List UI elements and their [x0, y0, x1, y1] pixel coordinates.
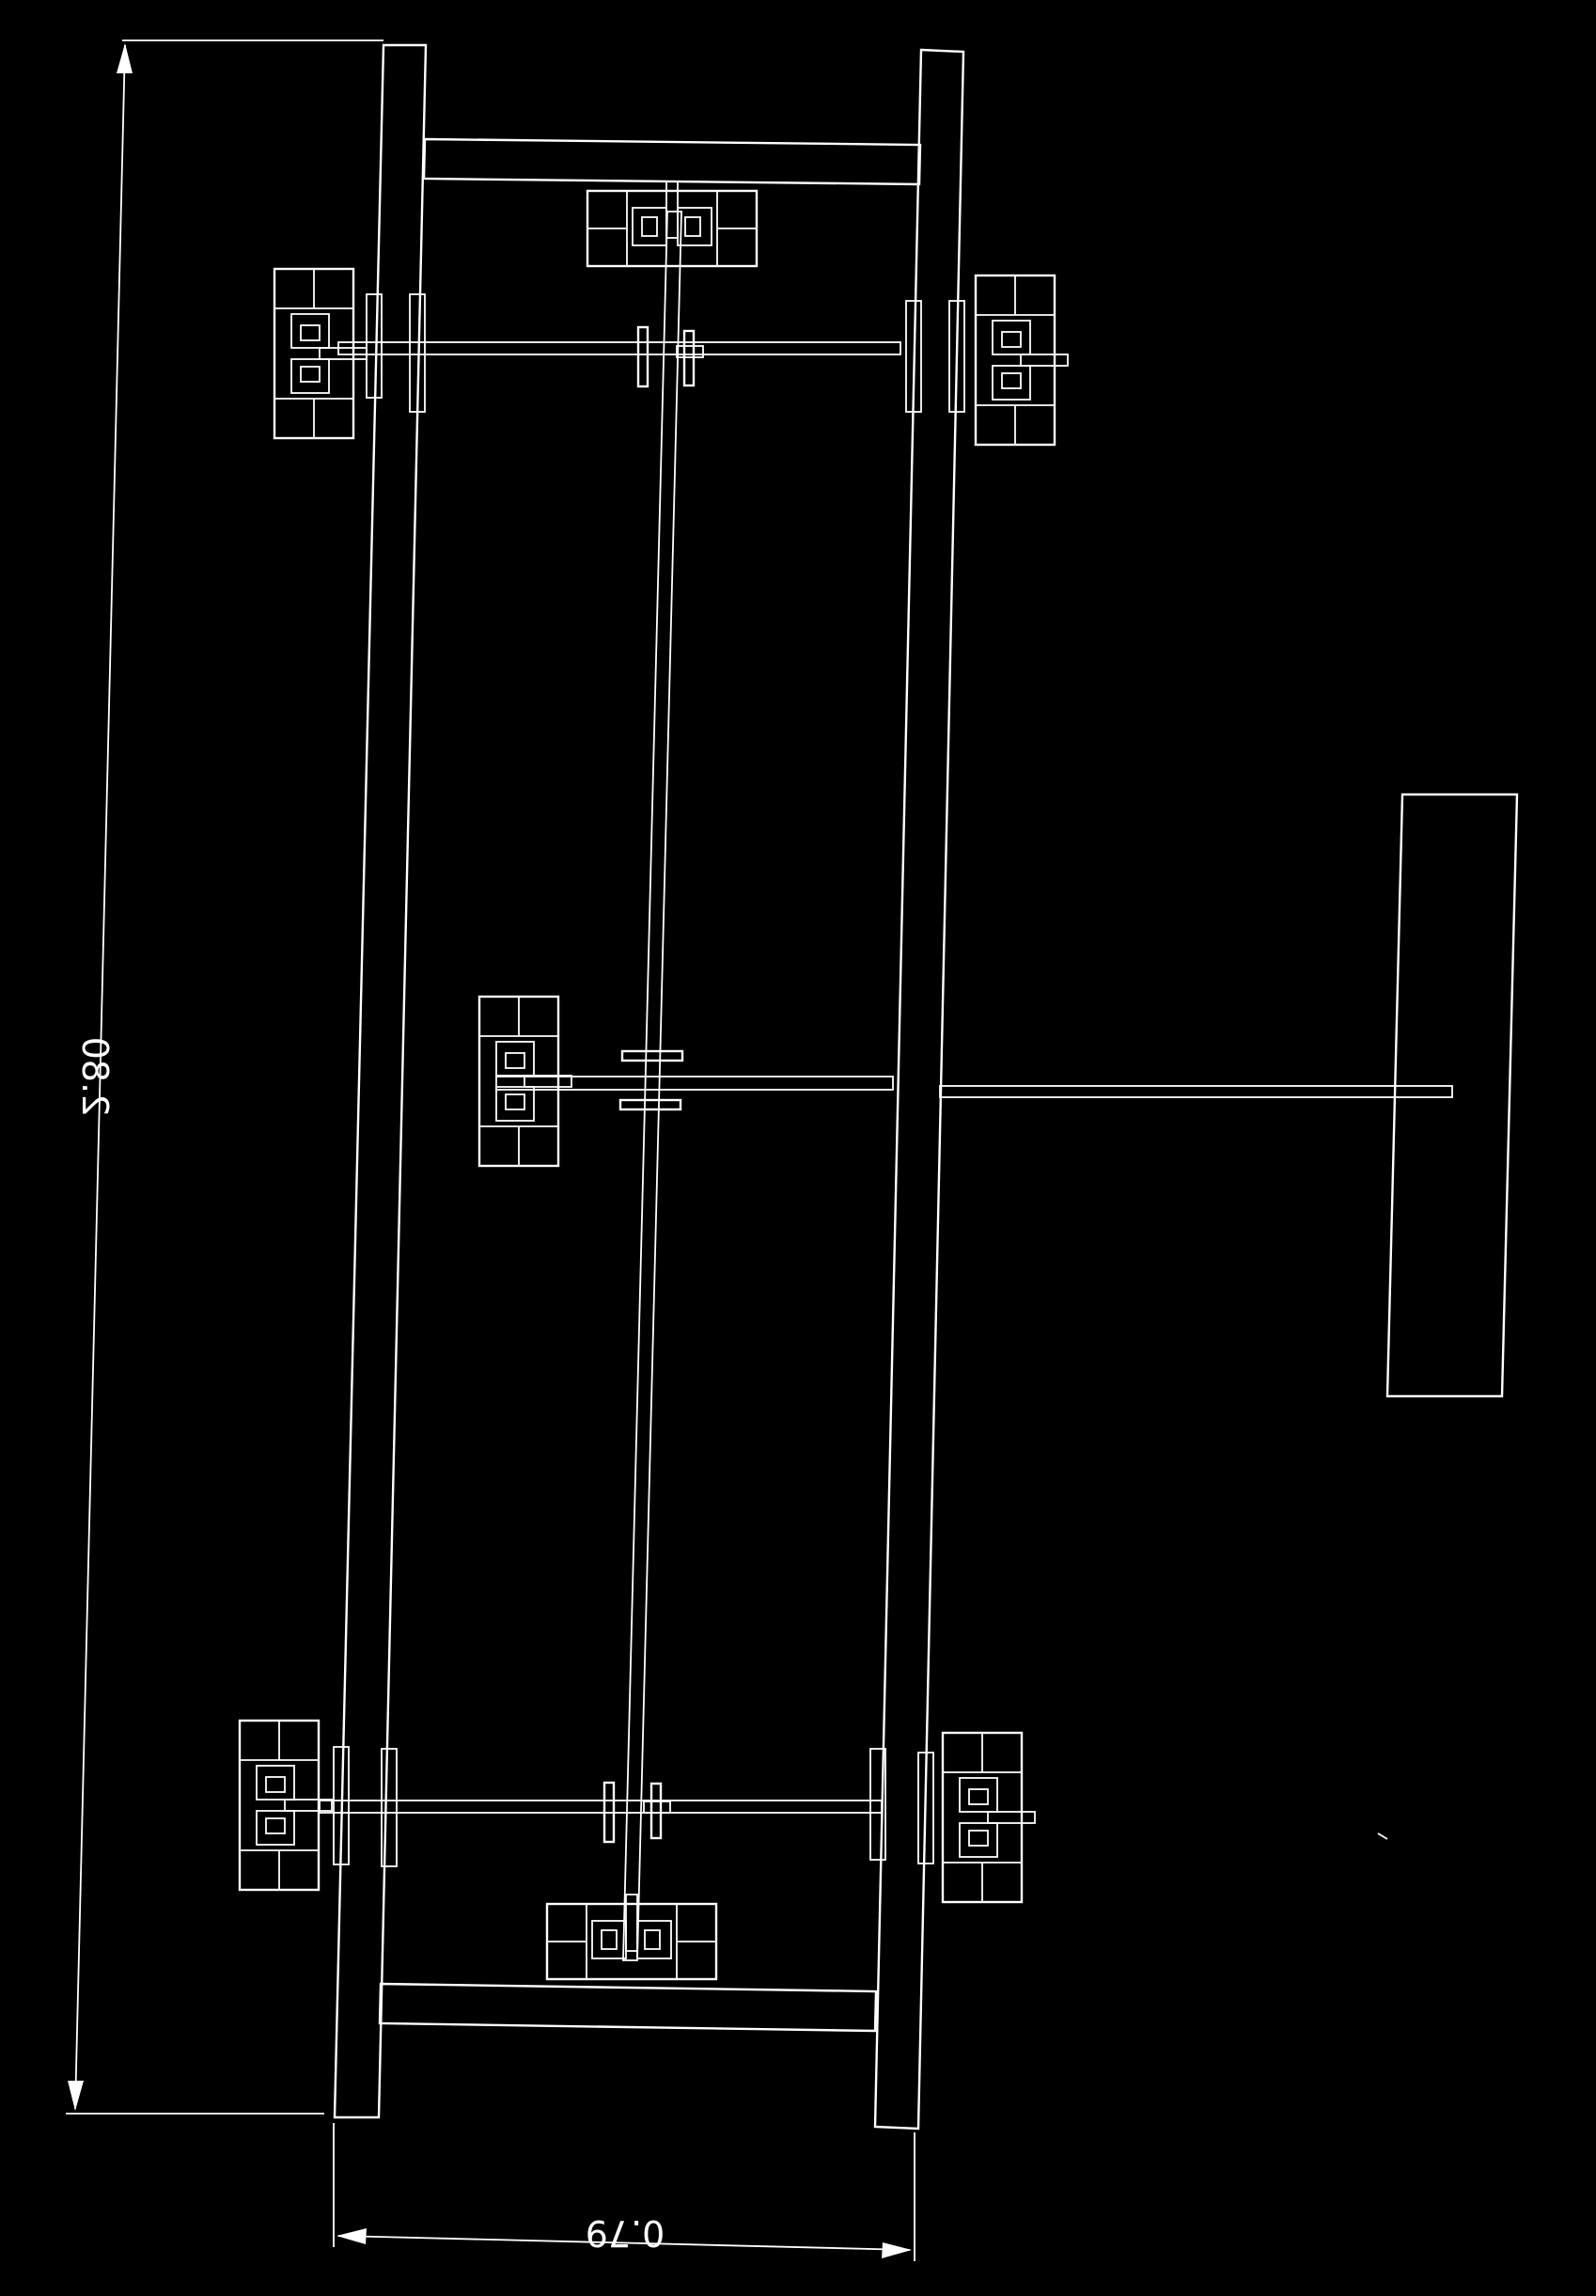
- width-label: 0.79: [586, 2212, 665, 2254]
- width-arrow-left: [336, 2228, 367, 2244]
- rear-left-wheel-unit: [238, 1719, 334, 1892]
- front-drive-unit: [586, 180, 759, 268]
- rear-right-wheel-unit: [941, 1731, 1037, 1904]
- width-arrow-right: [882, 2242, 912, 2258]
- rear-axle-flange-left: [333, 1746, 350, 1865]
- rear-differential-hub: [643, 1801, 671, 1814]
- middle-gear-disc-a: [620, 1049, 684, 1062]
- middle-transverse-shaft: [495, 1049, 1453, 1111]
- length-arrow-top: [117, 43, 133, 73]
- middle-gear-disc-b: [618, 1098, 682, 1111]
- front-axle: [337, 293, 965, 413]
- rear-axle-shaft: [319, 1800, 883, 1814]
- middle-wheel-unit: [477, 995, 573, 1168]
- rear-cross-member: [378, 1982, 878, 2033]
- front-differential-disc-b: [682, 329, 696, 387]
- front-left-wheel-unit: [273, 267, 368, 440]
- front-differential-disc-a: [636, 325, 649, 388]
- front-axle-shaft: [337, 341, 901, 355]
- width-dimension-line: [337, 2235, 911, 2251]
- front-axle-flange-left: [366, 293, 383, 399]
- length-label: 2.80: [74, 1037, 116, 1117]
- central-drive-shaft: [622, 211, 682, 1961]
- rear-differential-disc-b: [649, 1782, 663, 1840]
- front-differential-hub: [676, 345, 704, 358]
- middle-shaft-outer: [939, 1085, 1453, 1098]
- rear-differential-disc-a: [602, 1781, 616, 1844]
- length-arrow-bottom: [68, 2081, 84, 2111]
- rear-drive-unit: [545, 1893, 718, 1981]
- right-side-rail: [873, 48, 965, 2131]
- front-axle-flange-right: [905, 300, 922, 413]
- rear-axle-flange-left-inner: [381, 1748, 398, 1867]
- rear-axle-flange-right-outer: [917, 1752, 934, 1864]
- front-right-wheel-unit: [974, 274, 1070, 447]
- side-box-unit: [1385, 793, 1519, 1398]
- left-side-rail: [333, 43, 428, 2119]
- width-dimension: 0.79: [333, 2123, 915, 2261]
- length-dimension-line: [74, 44, 126, 2110]
- front-cross-member: [422, 137, 922, 186]
- rear-axle-flange-right: [869, 1748, 886, 1861]
- length-dimension: 2.80: [66, 39, 383, 2115]
- front-axle-flange-left-inner: [409, 293, 426, 413]
- middle-shaft-inner: [495, 1076, 894, 1091]
- front-axle-flange-right-outer: [948, 300, 965, 413]
- stray-mark: [1377, 1832, 1388, 1840]
